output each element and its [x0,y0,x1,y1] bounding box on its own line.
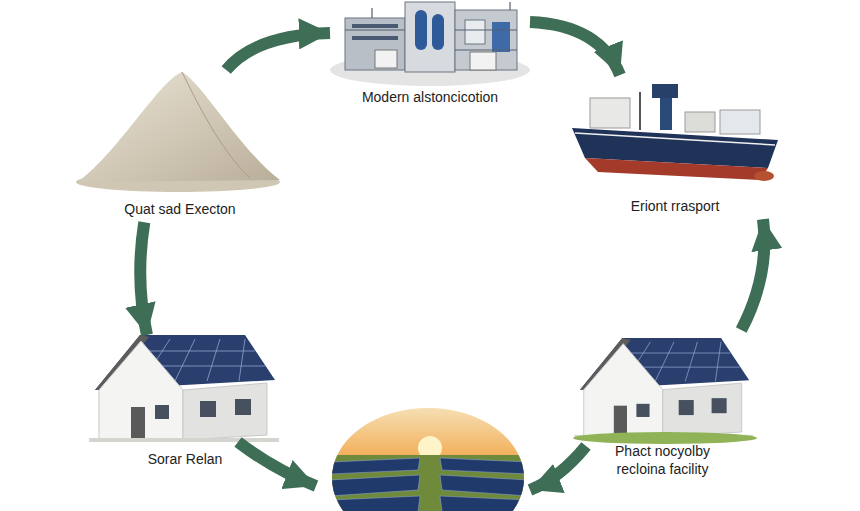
stage-node: Eriont rrasport [565,75,785,219]
stage-label: Modern alstoncicotion [332,88,528,106]
stage-label: Eriont rrasport [575,197,775,215]
house-left [89,335,279,442]
cargo-ship [572,84,778,181]
house-right [574,338,753,439]
stage-label: Phact nocyolby recloina facility [598,442,728,478]
cycle-arrow [238,442,586,490]
cycle-arrow [226,33,330,70]
stage-node: Phact nocyolby recloina facility [575,330,750,482]
cycle-arrow [741,219,764,330]
sand-pile [76,72,280,192]
stage-node: Modern alstoncicotion [330,0,530,110]
cycle-arrow [530,22,620,75]
stage-node: Quat sad Execton [75,70,285,222]
stage-node: Sorar Relan [90,335,280,472]
stage-label: Sorar Relan [92,450,278,468]
grass [573,432,757,444]
solar-farm [330,405,530,511]
factory [330,2,530,86]
stage-label: Quat sad Execton [77,200,283,218]
cycle-arrow [140,222,147,335]
